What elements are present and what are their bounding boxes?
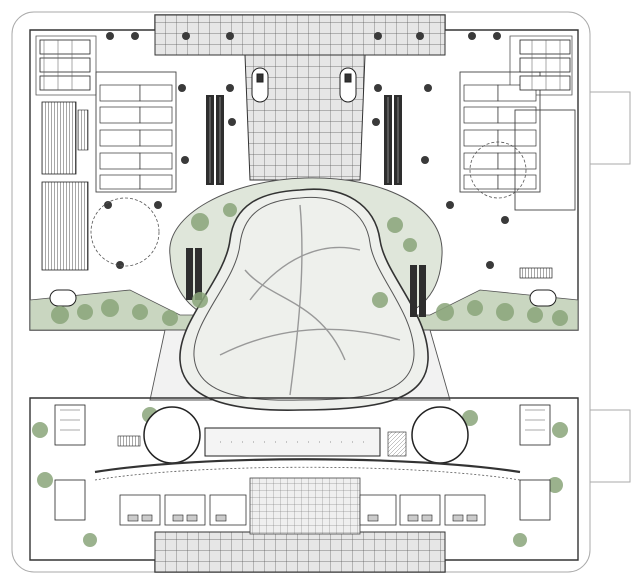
escalator-icon [419,265,426,317]
column-icon [374,84,382,92]
column-icon [468,32,476,40]
escalator-icon [195,248,202,300]
tree-icon [32,422,48,438]
tree-icon [527,307,543,323]
side-annex-right-bottom [589,409,631,483]
small-seating-left [77,109,89,151]
stair-icon [387,431,407,457]
dashed-circle-left [90,197,160,267]
column-icon [493,32,501,40]
central-atrium-inner [193,196,415,401]
tree-icon [552,422,568,438]
column-icon [154,201,162,209]
tree-icon [462,410,478,426]
elevator-icon [339,67,357,103]
room-right-large [514,109,576,211]
elevator-icon [529,289,557,307]
tree-icon [192,292,208,308]
walkway-curve [94,458,521,474]
tree-icon [83,533,97,547]
side-annex-right-top [589,91,631,165]
column-icon [106,32,114,40]
tree-icon [223,203,237,217]
lower-room-details [127,514,478,522]
column-icon [424,84,432,92]
circular-pavilion-icon [411,406,469,464]
tree-icon [547,477,563,493]
central-hall-grid [244,54,366,181]
lower-rooms [119,494,486,526]
tree-icon [467,300,483,316]
column-icon [181,156,189,164]
tree-icon [101,299,119,317]
central-hall-lower [204,427,381,457]
circular-pavilion-icon [143,406,201,464]
zone-upper-left [95,71,177,193]
walkway-curve-inner [94,466,521,481]
column-icon [178,84,186,92]
counter-right [519,267,553,279]
tree-icon [436,303,454,321]
auditorium-seating-top [41,101,77,175]
column-icon [104,201,112,209]
south-hall-grid [249,477,361,535]
cell-blocks-left [99,84,173,190]
zone-upper-right [459,71,541,193]
column-icon [501,216,509,224]
column-icon [228,118,236,126]
escalator-icon [410,265,417,317]
column-icon [131,32,139,40]
escalators-upper [206,95,402,185]
columns [104,32,509,269]
tree-icon [162,310,178,326]
escalators-garden [186,248,426,317]
trees [32,203,568,547]
column-icon [116,261,124,269]
column-icon [182,32,190,40]
dashed-circle-right [469,141,527,199]
column-icon [372,118,380,126]
elevator-capsules [251,67,357,103]
lower-corner-cores [54,404,551,521]
tree-icon [132,304,148,320]
tree-icon [372,292,388,308]
tree-icon [496,303,514,321]
tree-icon [513,533,527,547]
tree-icon [51,306,69,324]
atrium-paths [219,204,401,396]
tree-icon [403,238,417,252]
tree-icon [387,217,403,233]
column-icon [374,32,382,40]
tree-icon [37,472,53,488]
column-icon [486,261,494,269]
elevator-icon [49,289,77,307]
column-icon [446,201,454,209]
column-icon [226,84,234,92]
escalator-icon [186,248,193,300]
corner-cores [39,39,571,91]
cell-blocks-right [463,84,537,190]
column-icon [421,156,429,164]
tree-icon [77,304,93,320]
tree-icon [191,213,209,231]
auditorium-seating-bottom [41,181,89,271]
north-entrance-grid [154,14,446,56]
south-entrance-grid [154,531,446,573]
column-icon [416,32,424,40]
elevator-icon [251,67,269,103]
stair-icon [117,435,141,447]
central-atrium-outer [179,188,429,411]
tree-icon [552,310,568,326]
column-icon [226,32,234,40]
